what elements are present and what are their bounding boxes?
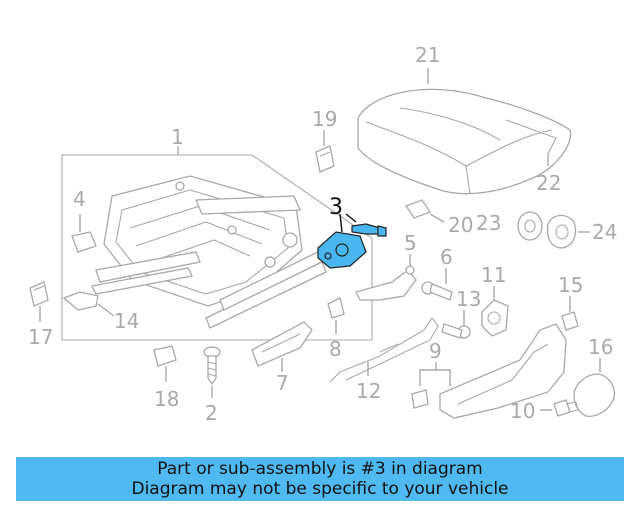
- callout-19: 19: [312, 107, 337, 131]
- callout-20: 20: [448, 213, 473, 237]
- part-15-clip: [561, 296, 579, 331]
- callout-15: 15: [558, 273, 583, 297]
- part-11-plate: [481, 286, 509, 337]
- part-12-cable: [329, 317, 439, 383]
- part-13-bolt: [441, 310, 471, 339]
- callout-2: 2: [205, 401, 218, 425]
- banner-line-1: Part or sub-assembly is #3 in diagram: [157, 459, 483, 479]
- callout-17: 17: [28, 325, 53, 349]
- callout-5: 5: [404, 231, 417, 255]
- callout-18: 18: [154, 387, 179, 411]
- callout-16: 16: [588, 335, 613, 359]
- callout-23: 23: [476, 211, 501, 235]
- parts-diagram: 1 2 3 4 5 6 7 8 9 10 11 12 13 14 15 16 1…: [28, 43, 617, 425]
- part-22-cover: [505, 119, 557, 166]
- part-16-cap: [573, 358, 616, 417]
- part-4-clip: [71, 214, 97, 253]
- banner-line-2: Diagram may not be specific to your vehi…: [131, 479, 509, 499]
- part-10-clip: [540, 399, 579, 417]
- part-6-bolt: [421, 268, 453, 301]
- seat-frame-drawing: [91, 175, 335, 329]
- part-7-trim: [251, 321, 313, 372]
- callout-21: 21: [415, 43, 440, 67]
- part-17-bracket: [29, 281, 49, 322]
- callout-22: 22: [536, 171, 561, 195]
- part-8-clip: [327, 297, 345, 334]
- part-20-clip: [405, 199, 445, 223]
- callout-9: 9: [429, 339, 442, 363]
- part-2-bolt: [203, 346, 221, 398]
- part-19-bracket: [315, 130, 335, 173]
- callout-4: 4: [73, 187, 86, 211]
- part-info-banner: Part or sub-assembly is #3 in diagram Di…: [16, 457, 624, 501]
- part-23-knob: [517, 211, 543, 241]
- part-21-cushion: [357, 68, 572, 195]
- callout-8: 8: [329, 337, 342, 361]
- callout-14: 14: [114, 309, 139, 333]
- callout-3: 3: [329, 195, 343, 220]
- part-3-highlighted: [317, 213, 387, 269]
- part-18-clip: [153, 345, 177, 382]
- callout-6: 6: [440, 245, 453, 269]
- callout-7: 7: [276, 371, 289, 395]
- callout-11: 11: [481, 263, 506, 287]
- part-24-knob: [546, 214, 590, 249]
- part-14-cover: [62, 291, 115, 317]
- callout-1: 1: [171, 125, 184, 149]
- part-9-side-cover: [411, 323, 567, 419]
- callout-10: 10: [510, 399, 535, 423]
- callout-24: 24: [592, 220, 617, 244]
- callout-12: 12: [356, 379, 381, 403]
- callout-13: 13: [456, 287, 481, 311]
- part-5-bracket: [355, 254, 417, 301]
